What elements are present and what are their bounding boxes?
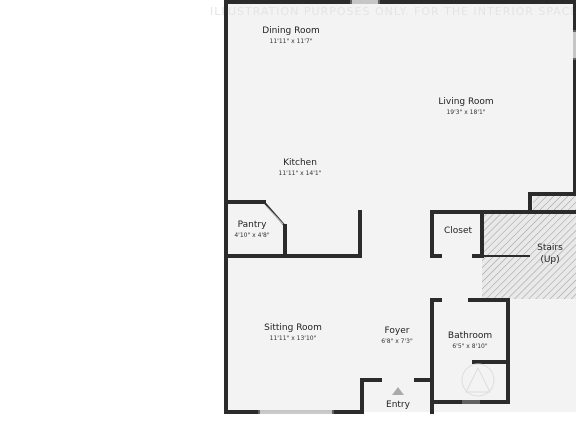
label-dining-room: Dining Room 11'11" x 11'7" — [262, 26, 320, 45]
label-closet: Closet — [444, 226, 473, 236]
kitchen-name: Kitchen — [283, 158, 317, 168]
living-room-name: Living Room — [438, 97, 493, 107]
watermark-text: ILLUSTRATION PURPOSES ONLY. FOR THE INTE… — [210, 5, 576, 18]
bathroom-dims: 6'5" x 8'10" — [452, 343, 488, 350]
label-foyer: Foyer 6'8" x 7'3" — [381, 326, 413, 345]
windows — [258, 0, 576, 414]
foyer-name: Foyer — [385, 326, 410, 336]
label-pantry: Pantry 4'10" x 4'8" — [234, 220, 270, 239]
closet-name: Closet — [444, 226, 473, 236]
dining-room-name: Dining Room — [262, 26, 320, 36]
stairs-landing — [533, 194, 576, 212]
label-living-room: Living Room 19'3" x 18'1" — [438, 97, 493, 116]
bathroom-fixture-icon — [461, 363, 495, 397]
stairs-direction: (Up) — [540, 255, 559, 265]
label-bathroom: Bathroom 6'5" x 8'10" — [448, 331, 492, 350]
pantry-name: Pantry — [238, 220, 267, 230]
bathroom-name: Bathroom — [448, 331, 492, 341]
foyer-dims: 6'8" x 7'3" — [381, 338, 413, 345]
living-room-dims: 19'3" x 18'1" — [446, 109, 485, 116]
label-kitchen: Kitchen 11'11" x 14'1" — [279, 158, 322, 177]
stairs-name: Stairs — [537, 243, 563, 253]
walls — [224, 0, 576, 414]
pantry-door-swing — [265, 205, 284, 225]
entry-name: Entry — [386, 400, 411, 410]
dining-room-dims: 11'11" x 11'7" — [270, 38, 313, 45]
sitting-room-name: Sitting Room — [264, 323, 322, 333]
label-stairs: Stairs (Up) — [537, 243, 563, 265]
label-entry: Entry — [386, 400, 411, 410]
entry-arrow-icon — [392, 387, 404, 395]
sitting-room-dims: 11'11" x 13'10" — [270, 335, 317, 342]
pantry-dims: 4'10" x 4'8" — [234, 232, 270, 239]
kitchen-dims: 11'11" x 14'1" — [279, 170, 322, 177]
label-sitting-room: Sitting Room 11'11" x 13'10" — [264, 323, 322, 342]
floor-area — [226, 0, 576, 412]
